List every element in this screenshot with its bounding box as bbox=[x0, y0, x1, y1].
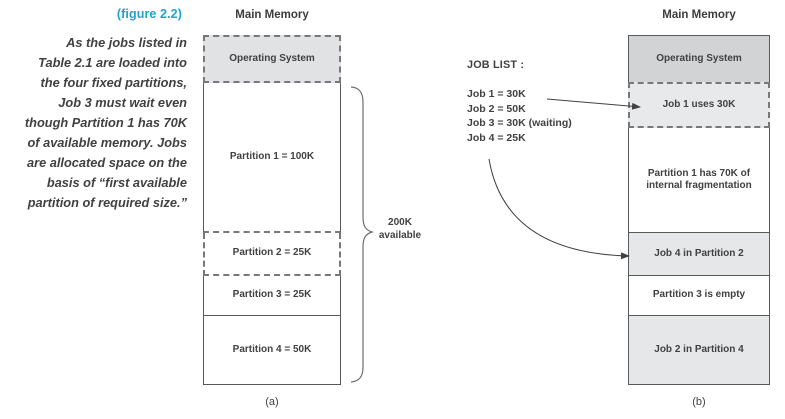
partition-os-b: Operating System bbox=[628, 35, 770, 82]
partition-1-fragmentation: Partition 1 has 70K of internal fragment… bbox=[628, 128, 770, 233]
partition-label: Operating System bbox=[229, 52, 315, 64]
partition-label: Partition 4 = 50K bbox=[232, 343, 312, 355]
memory-diagram-b: Operating System Job 1 uses 30K Partitio… bbox=[628, 35, 770, 385]
partition-label: Partition 1 has 70K of internal fragment… bbox=[646, 167, 752, 192]
job-list-item: Job 2 = 50K bbox=[467, 102, 526, 115]
memory-diagram-a: Operating System Partition 1 = 100K Part… bbox=[203, 35, 341, 385]
partition-1-a: Partition 1 = 100K bbox=[203, 83, 341, 233]
figure-caption: As the jobs listed in Table 2.1 are load… bbox=[0, 33, 187, 213]
diagram-b-footer-label: (b) bbox=[692, 396, 706, 408]
job1-in-partition1: Job 1 uses 30K bbox=[628, 82, 770, 128]
partition-label: Partition 3 is empty bbox=[652, 289, 746, 301]
caption-line: though Partition 1 has 70K bbox=[24, 115, 187, 130]
partition-2-a: Partition 2 = 25K bbox=[203, 233, 341, 276]
job4-in-partition2: Job 4 in Partition 2 bbox=[628, 233, 770, 276]
caption-line: are allocated space on the bbox=[26, 155, 187, 170]
main-memory-title-b: Main Memory bbox=[662, 9, 736, 21]
arrow-job4-to-partition2 bbox=[488, 158, 630, 260]
available-memory-word: available bbox=[378, 230, 422, 241]
caption-line: Table 2.1 are loaded into bbox=[38, 55, 187, 70]
caption-line: the four fixed partitions, bbox=[40, 75, 187, 90]
caption-line: partition of required size.” bbox=[27, 195, 187, 210]
job-list-item: Job 4 = 25K bbox=[467, 131, 526, 144]
job2-in-partition4: Job 2 in Partition 4 bbox=[628, 316, 770, 385]
partition-3-empty: Partition 3 is empty bbox=[628, 276, 770, 316]
partition-label: Job 2 in Partition 4 bbox=[654, 343, 744, 355]
available-memory-amount: 200K bbox=[388, 217, 412, 228]
main-memory-title-a: Main Memory bbox=[235, 9, 309, 21]
job-list: Job 1 = 30K Job 2 = 50K Job 3 = 30K (wai… bbox=[467, 87, 572, 145]
partition-os-a: Operating System bbox=[203, 35, 341, 83]
partition-label: Partition 1 = 100K bbox=[229, 150, 315, 162]
partition-label: Operating System bbox=[656, 52, 742, 64]
available-memory-label: 200K available bbox=[376, 216, 424, 242]
figure-number-label: (figure 2.2) bbox=[116, 7, 182, 21]
job-list-heading: JOB LIST : bbox=[467, 59, 525, 71]
diagram-a-footer-label: (a) bbox=[265, 396, 279, 408]
caption-line: of available memory. Jobs bbox=[27, 135, 187, 150]
job-list-item: Job 1 = 30K bbox=[467, 88, 526, 100]
caption-line: basis of “first available bbox=[46, 175, 187, 190]
caption-line: As the jobs listed in bbox=[66, 35, 187, 50]
partition-label: Partition 2 = 25K bbox=[232, 247, 312, 259]
partition-4-a: Partition 4 = 50K bbox=[203, 316, 341, 385]
caption-line: Job 3 must wait even bbox=[58, 95, 187, 110]
job-list-item: Job 3 = 30K (waiting) bbox=[467, 117, 572, 129]
partition-3-a: Partition 3 = 25K bbox=[203, 276, 341, 316]
partition-label: Job 1 uses 30K bbox=[662, 98, 736, 110]
available-memory-brace bbox=[350, 86, 375, 383]
partition-label: Partition 3 = 25K bbox=[232, 289, 312, 301]
partition-label: Job 4 in Partition 2 bbox=[654, 247, 744, 259]
